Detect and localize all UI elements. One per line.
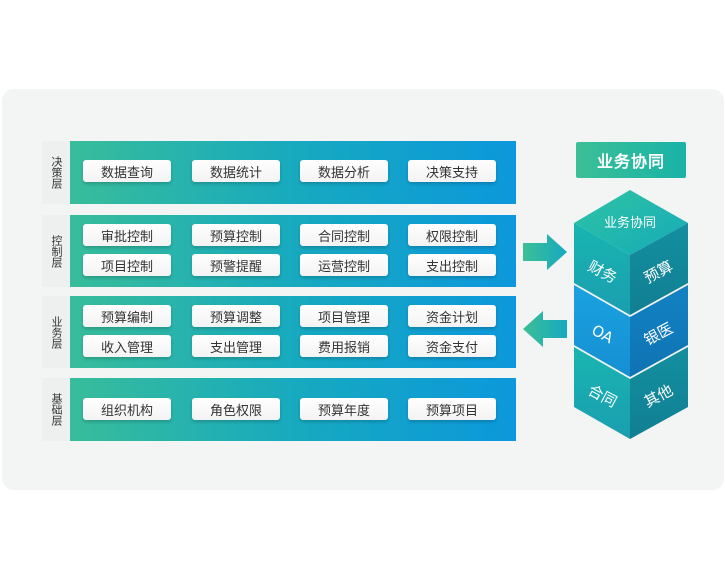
module-button[interactable]: 权限控制 bbox=[408, 224, 496, 246]
cube-tier-1 bbox=[574, 223, 688, 315]
module-button[interactable]: 数据查询 bbox=[83, 160, 171, 182]
layer-label: 基础层 bbox=[42, 378, 70, 441]
arrow-left-icon bbox=[523, 311, 567, 347]
flow-arrows bbox=[523, 234, 567, 347]
module-button[interactable]: 支出控制 bbox=[408, 254, 496, 276]
module-button[interactable]: 预算年度 bbox=[300, 398, 388, 420]
module-button[interactable]: 数据分析 bbox=[300, 160, 388, 182]
module-button[interactable]: 项目管理 bbox=[300, 305, 388, 327]
module-button[interactable]: 资金计划 bbox=[408, 305, 496, 327]
module-button[interactable]: 角色权限 bbox=[192, 398, 280, 420]
module-button[interactable]: 支出管理 bbox=[192, 335, 280, 357]
module-button[interactable]: 审批控制 bbox=[83, 224, 171, 246]
cube-top-face bbox=[574, 190, 688, 255]
module-button[interactable]: 资金支付 bbox=[408, 335, 496, 357]
layer-label: 业务层 bbox=[42, 296, 70, 368]
layer-decision: 决策层 数据查询 数据统计 数据分析 决策支持 bbox=[42, 141, 516, 204]
layer-business: 业务层 预算编制 预算调整 项目管理 资金计划 收入管理 支出管理 费用报销 资… bbox=[42, 296, 516, 368]
cube-top-label: 业务协同 bbox=[604, 215, 656, 231]
module-button[interactable]: 预算调整 bbox=[192, 305, 280, 327]
module-button[interactable]: 合同控制 bbox=[300, 224, 388, 246]
layer-label: 控制层 bbox=[42, 215, 70, 287]
module-button[interactable]: 决策支持 bbox=[408, 160, 496, 182]
cube-tier-2 bbox=[574, 285, 688, 377]
module-button[interactable]: 费用报销 bbox=[300, 335, 388, 357]
cube-tier-3 bbox=[574, 347, 688, 439]
module-button[interactable]: 预算控制 bbox=[192, 224, 280, 246]
arrow-right-icon bbox=[523, 234, 567, 270]
module-button[interactable]: 预警提醒 bbox=[192, 254, 280, 276]
module-button[interactable]: 数据统计 bbox=[192, 160, 280, 182]
collab-cube: 业务协同 财务 预算 OA 银医 合同 其他 bbox=[574, 190, 688, 439]
module-button[interactable]: 组织机构 bbox=[83, 398, 171, 420]
module-button[interactable]: 项目控制 bbox=[83, 254, 171, 276]
module-button[interactable]: 运营控制 bbox=[300, 254, 388, 276]
module-button[interactable]: 预算编制 bbox=[83, 305, 171, 327]
layer-foundation: 基础层 组织机构 角色权限 预算年度 预算项目 bbox=[42, 378, 516, 441]
layer-control: 控制层 审批控制 预算控制 合同控制 权限控制 项目控制 预警提醒 运营控制 支… bbox=[42, 215, 516, 287]
module-button[interactable]: 收入管理 bbox=[83, 335, 171, 357]
module-button[interactable]: 预算项目 bbox=[408, 398, 496, 420]
collab-title: 业务协同 bbox=[576, 142, 686, 178]
layer-label: 决策层 bbox=[42, 141, 70, 204]
